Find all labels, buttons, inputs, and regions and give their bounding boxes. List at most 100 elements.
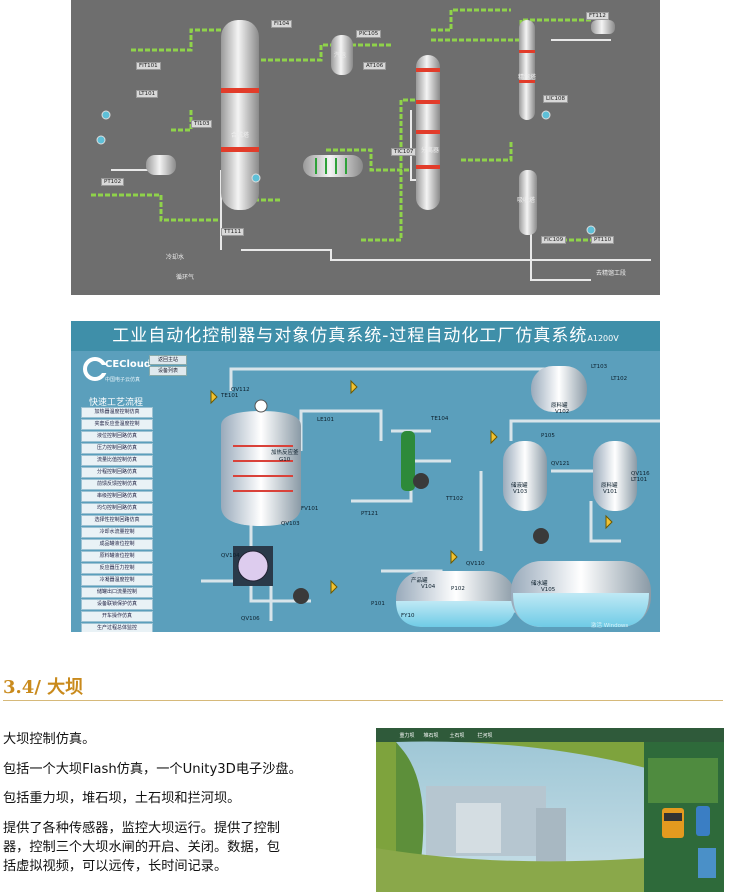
process-menu-item[interactable]: 前馈反馈控制仿真 [81, 479, 153, 490]
simulation-version: A1200V [587, 334, 619, 343]
instrument-tag: LT103 [591, 364, 608, 370]
vessel-name: 产品罐 [411, 578, 428, 584]
plant-label-drum: 汽包 [334, 52, 347, 59]
instrument-tag: QV112 [231, 387, 250, 393]
process-menu-item[interactable]: 压力控制回路仿真 [81, 443, 153, 454]
instrument-tag: QV104 [221, 553, 240, 559]
plant-tag: TIC107 [391, 148, 417, 156]
process-menu-item[interactable]: 原料罐液位控制 [81, 551, 153, 562]
paragraph: 包括重力坝，堆石坝，土石坝和拦河坝。 [3, 791, 241, 806]
instrument-tag: LT102 [611, 376, 628, 382]
process-menu-item[interactable]: 生产过程总体监控 [81, 623, 153, 632]
synthesis-tower [221, 20, 259, 210]
plant-tag: LIC108 [543, 95, 569, 103]
plant-tag: PT102 [101, 178, 125, 186]
instrument-tag: QV116 [631, 471, 650, 477]
vessel-tag: V102 [555, 409, 570, 415]
instrument-tag: QV110 [466, 561, 485, 567]
process-menu-item[interactable]: 成品罐液位控制 [81, 539, 153, 550]
plant-tag: PIC105 [356, 30, 382, 38]
plant-tag: FIT101 [136, 62, 161, 70]
instrument-tag: TE101 [221, 393, 239, 399]
brand-name: CECloud [105, 359, 152, 370]
paragraph: 大坝控制仿真。 [3, 732, 96, 747]
process-menu-item[interactable]: 选择性控制回路仿真 [81, 515, 153, 526]
instrument-tag: QV121 [551, 461, 570, 467]
separator-tower [416, 55, 440, 210]
simulation-sidebar: CECloud 中国电子云仿真 快速工艺流程 加热器温度控制仿真夹套反应釜温度控… [75, 351, 153, 632]
process-menu-item[interactable]: 分程控制回路仿真 [81, 467, 153, 478]
paragraph: 提供了各种传感器，监控大坝运行。提供了控制 [3, 821, 280, 836]
section-title-line: 3.4/ 大坝 [3, 676, 83, 700]
simulation-title: 工业自动化控制器与对象仿真系统-过程自动化工厂仿真系统 [112, 326, 588, 346]
cecloud-logo-icon [83, 357, 107, 381]
process-menu-item[interactable]: 冷却水流量控制 [81, 527, 153, 538]
plant-bottom-label: 去精馏工段 [596, 270, 627, 277]
vessel-tag: V101 [603, 489, 618, 495]
simulation-system-screenshot: 工业自动化控制器与对象仿真系统-过程自动化工厂仿真系统A1200V CEClou… [71, 321, 660, 632]
section-number: 3.4/ [3, 677, 41, 698]
instrument-tag: P105 [541, 433, 555, 439]
instrument-tag: TT102 [446, 496, 464, 502]
plant-bottom-label: 循环气 [176, 274, 195, 281]
vessel-tag: V103 [513, 489, 528, 495]
paragraph: 包括一个大坝Flash仿真，一个Unity3D电子沙盘。 [3, 762, 302, 777]
instrument-tag: QV103 [281, 521, 300, 527]
plant-tag: AT106 [363, 62, 387, 70]
instrument-tag: LE101 [317, 417, 335, 423]
vessel-name: 储液罐 [511, 483, 528, 489]
plant-label-absorber: 吸收塔 [517, 197, 536, 204]
distillation-column [519, 20, 535, 120]
plant-tag: FT112 [586, 12, 609, 20]
instrument-tag: LT101 [631, 477, 648, 483]
dam-tab-gravity[interactable]: 重力坝 [399, 733, 415, 739]
plant-tag: FI104 [271, 20, 293, 28]
plant-label-synthesis: 合成塔 [231, 132, 250, 139]
process-menu-item[interactable]: 储罐出口流量控制 [81, 587, 153, 598]
windows-watermark: 激活 Windows [591, 623, 629, 629]
section-heading: 3.4/ 大坝 [3, 676, 723, 701]
plant-tag: TI103 [191, 120, 213, 128]
plant-tag: FIC109 [541, 236, 567, 244]
back-home-button[interactable]: 返回主站 [149, 355, 187, 365]
process-menu-item[interactable]: 夹套反应釜温度控制 [81, 419, 153, 430]
dam-tab-earth[interactable]: 土石坝 [449, 733, 465, 739]
process-menu-item[interactable]: 流量比值控制仿真 [81, 455, 153, 466]
vessel-name: 原料罐 [551, 403, 568, 409]
process-menu-item[interactable]: 液位控制回路仿真 [81, 431, 153, 442]
plant-flow-svg [91, 8, 651, 281]
instrument-tag: PT121 [361, 511, 379, 517]
process-menu-item[interactable]: 设备联锁保护仿真 [81, 599, 153, 610]
vessel-tag: V104 [421, 584, 436, 590]
vessel-tag: G10 [279, 457, 291, 463]
process-menu-item[interactable]: 冷凝器温度控制 [81, 575, 153, 586]
device-list-button[interactable]: 设备列表 [149, 366, 187, 376]
simulation-title-bar: 工业自动化控制器与对象仿真系统-过程自动化工厂仿真系统A1200V [71, 321, 660, 351]
dam-simulation-screenshot: 重力坝 堆石坝 土石坝 拦河坝 [376, 728, 724, 892]
plant-tag: LT101 [136, 90, 159, 98]
paragraph: 器，控制三个大坝水闸的开启、关闭。数据，包 [3, 840, 280, 855]
plant-label-separator: 分离器 [421, 147, 440, 154]
plant-tag: TT111 [221, 228, 245, 236]
paragraph: 括虚拟视频，可以远传，长时间记录。 [3, 859, 228, 874]
process-menu-item[interactable]: 反应器压力控制 [81, 563, 153, 574]
process-menu-item[interactable]: 串级控制回路仿真 [81, 491, 153, 502]
instrument-tag: TE104 [431, 416, 449, 422]
instrument-tag: FY10 [401, 613, 415, 619]
plant-tag: PT110 [591, 236, 615, 244]
instrument-tag: P101 [371, 601, 385, 607]
dam-tab-barrage[interactable]: 拦河坝 [477, 733, 493, 739]
dam-scene-svg [376, 728, 724, 892]
process-menu-item[interactable]: 开车操作仿真 [81, 611, 153, 622]
dam-tab-rockfill[interactable]: 堆石坝 [423, 733, 439, 739]
section-title: 大坝 [47, 677, 84, 698]
process-menu-item[interactable]: 均匀控制回路仿真 [81, 503, 153, 514]
instrument-tag: QV106 [241, 616, 260, 622]
chemical-plant-diagram: 合成塔 汽包 分离器 精馏塔 吸收塔 FIT101 LT101 PT102 TI… [71, 0, 660, 295]
plant-label-distillation: 精馏塔 [518, 74, 537, 81]
plant-bottom-label: 冷却水 [166, 254, 185, 261]
instrument-tag: P102 [451, 586, 465, 592]
process-menu-item[interactable]: 加热器温度控制仿真 [81, 407, 153, 418]
instrument-tag: FV101 [301, 506, 319, 512]
process-title: 快速工艺流程 [89, 398, 144, 408]
